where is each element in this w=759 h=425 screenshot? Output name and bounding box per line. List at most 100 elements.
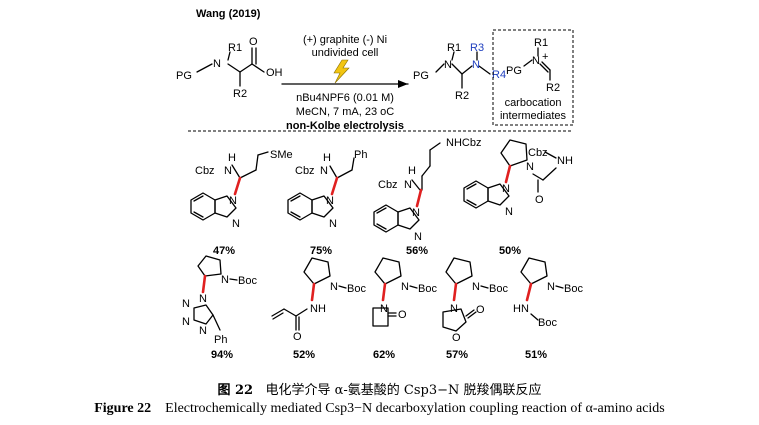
product-4-yield: 50% [499, 245, 521, 257]
svg-text:HN: HN [513, 303, 529, 315]
svg-text:N: N [547, 281, 555, 293]
caption-cn-text: 电化学介导 α-氨基酸的 Csp3−N 脱羧偶联反应 [265, 383, 542, 398]
product-r3: R3 [470, 42, 484, 54]
svg-text:N: N [199, 293, 207, 305]
svg-text:Ph: Ph [354, 149, 367, 161]
product-3-yield: 56% [406, 245, 428, 257]
caption-english: Figure 22 Electrochemically mediated Csp… [0, 401, 759, 417]
product-r4: R4 [492, 69, 506, 81]
iminium-r1: R1 [534, 37, 548, 49]
svg-text:Cbz: Cbz [195, 165, 215, 177]
product-4-structure: Cbz NH N O N N [463, 139, 573, 218]
iminium-structure: R1 PG N + R2 [506, 37, 560, 94]
product-8-yield: 57% [446, 349, 468, 361]
product-2-yield: 75% [310, 245, 332, 257]
svg-text:O: O [293, 331, 302, 343]
product-r2: R2 [455, 90, 469, 102]
product-2-structure: Cbz H N Ph N N [287, 149, 367, 230]
svg-text:O: O [476, 304, 485, 316]
svg-text:N: N [380, 303, 388, 315]
svg-text:N: N [182, 316, 190, 328]
svg-text:N: N [329, 218, 337, 230]
reactant-r1: R1 [228, 42, 242, 54]
svg-text:N: N [199, 325, 207, 337]
svg-text:N: N [472, 281, 480, 293]
product-1-yield: 47% [213, 245, 235, 257]
svg-text:N: N [326, 195, 334, 207]
product-n2: N [472, 59, 480, 71]
reactant-structure: R1 PG N OH O R2 [176, 36, 283, 100]
product-structure: R1 PG N N R3 R4 R2 [413, 42, 506, 102]
svg-text:NH: NH [310, 303, 326, 315]
iminium-r2: R2 [546, 82, 560, 94]
iminium-plus: + [542, 51, 548, 63]
svg-text:N: N [414, 231, 422, 243]
svg-text:H: H [228, 152, 236, 164]
product-9-structure: N Boc HN Boc [513, 257, 583, 329]
svg-text:N: N [182, 298, 190, 310]
svg-text:H: H [408, 165, 416, 177]
iminium-n: N [532, 55, 540, 67]
caption-en-text: Electrochemically mediated Csp3−N decarb… [165, 401, 665, 416]
svg-text:N: N [221, 274, 229, 286]
svg-text:N: N [330, 281, 338, 293]
intermediate-caption-2: intermediates [500, 110, 567, 122]
product-n1: N [444, 59, 452, 71]
product-pg: PG [413, 70, 429, 82]
product-5-structure: N Boc N N N N Ph [182, 255, 257, 346]
intermediate-caption-1: carbocation [505, 97, 562, 109]
product-7-structure: N Boc N O [372, 257, 437, 327]
svg-text:Boc: Boc [564, 283, 583, 295]
svg-text:N: N [401, 281, 409, 293]
product-3-structure: NHCbz Cbz H N N N [373, 137, 481, 243]
svg-text:N: N [526, 161, 534, 173]
svg-text:Cbz: Cbz [295, 165, 315, 177]
product-7-yield: 62% [373, 349, 395, 361]
svg-text:N: N [404, 179, 412, 191]
product-6-structure: N Boc NH O [271, 257, 366, 343]
reaction-scheme: Wang (2019) R1 PG N OH O R2 (+) graphite… [176, 8, 583, 361]
reactant-oh: OH [266, 67, 283, 79]
reactant-pg: PG [176, 70, 192, 82]
product-r1: R1 [447, 42, 461, 54]
svg-text:NHCbz: NHCbz [446, 137, 481, 149]
svg-text:Cbz: Cbz [528, 147, 548, 159]
svg-text:H: H [323, 152, 331, 164]
svg-text:N: N [232, 218, 240, 230]
svg-text:N: N [229, 195, 237, 207]
condition-solvent: MeCN, 7 mA, 23 oC [296, 106, 394, 118]
svg-text:Boc: Boc [347, 283, 366, 295]
svg-text:Cbz: Cbz [378, 179, 398, 191]
condition-electrolyte: nBu4NPF6 (0.01 M) [296, 92, 394, 104]
svg-text:Boc: Boc [489, 283, 508, 295]
svg-text:SMe: SMe [270, 149, 293, 161]
svg-text:N: N [450, 303, 458, 315]
svg-text:Ph: Ph [214, 334, 227, 346]
svg-text:N: N [224, 165, 232, 177]
caption-en-label: Figure 22 [94, 401, 152, 416]
caption-cn-label: 图 22 [217, 383, 254, 398]
svg-text:O: O [535, 194, 544, 206]
product-5-yield: 94% [211, 349, 233, 361]
svg-text:N: N [502, 183, 510, 195]
condition-cell: undivided cell [312, 47, 379, 59]
reactant-n: N [213, 58, 221, 70]
svg-text:N: N [320, 165, 328, 177]
svg-text:Boc: Boc [418, 283, 437, 295]
product-9-yield: 51% [525, 349, 547, 361]
svg-text:N: N [412, 207, 420, 219]
intermediate-box [492, 29, 574, 126]
reactant-r2: R2 [233, 88, 247, 100]
reference-label: Wang (2019) [196, 8, 261, 20]
svg-text:N: N [505, 206, 513, 218]
svg-text:Boc: Boc [538, 317, 557, 329]
svg-text:NH: NH [557, 155, 573, 167]
svg-text:Boc: Boc [238, 275, 257, 287]
condition-type: non-Kolbe electrolysis [286, 120, 404, 132]
product-6-yield: 52% [293, 349, 315, 361]
condition-electrodes: (+) graphite (-) Ni [303, 34, 387, 46]
svg-text:O: O [452, 332, 461, 344]
product-1-structure: Cbz H N SMe N N [190, 149, 293, 230]
iminium-pg: PG [506, 65, 522, 77]
